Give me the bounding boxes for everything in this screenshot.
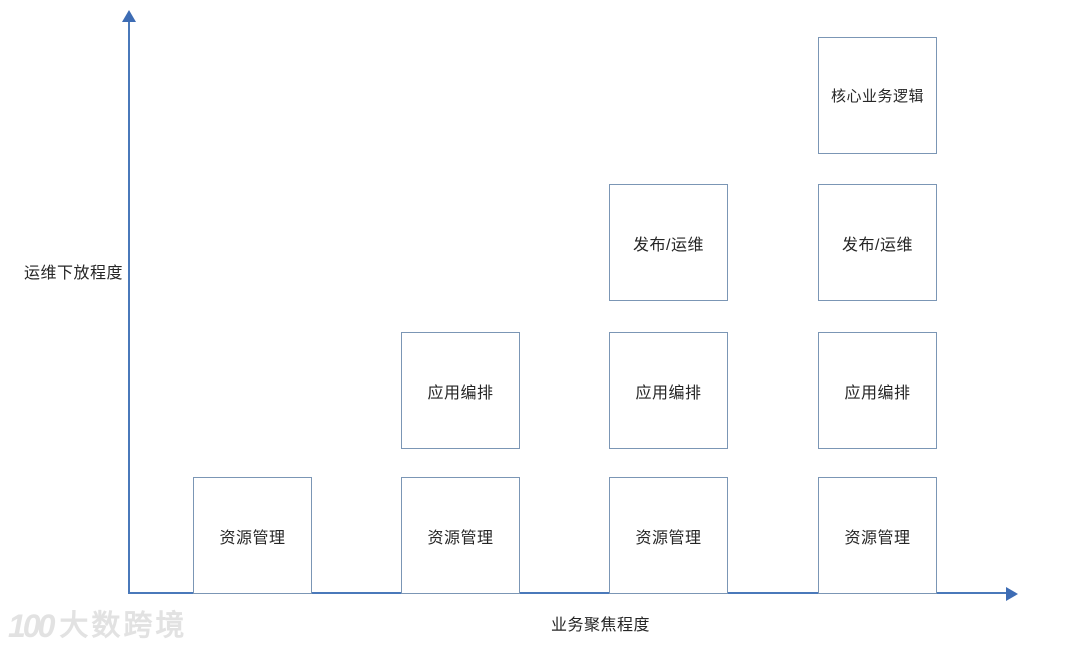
box-app-orchestration: 应用编排 bbox=[401, 332, 520, 449]
watermark-text: 大数跨境 bbox=[59, 609, 188, 642]
box-core-business-logic: 核心业务逻辑 bbox=[818, 37, 937, 154]
box-resource-management: 资源管理 bbox=[818, 477, 937, 594]
y-axis-label: 运维下放程度 bbox=[24, 265, 124, 282]
x-axis-label: 业务聚焦程度 bbox=[551, 617, 651, 634]
box-release-ops: 发布/运维 bbox=[818, 184, 937, 301]
y-axis-arrow-icon bbox=[122, 10, 136, 22]
box-resource-management: 资源管理 bbox=[609, 477, 728, 594]
box-release-ops: 发布/运维 bbox=[609, 184, 728, 301]
box-resource-management: 资源管理 bbox=[193, 477, 312, 594]
y-axis-line bbox=[128, 22, 130, 593]
watermark-100-logo-icon: 100 bbox=[8, 608, 55, 644]
box-app-orchestration: 应用编排 bbox=[609, 332, 728, 449]
box-app-orchestration: 应用编排 bbox=[818, 332, 937, 449]
x-axis-arrow-icon bbox=[1006, 587, 1018, 601]
x-axis-line bbox=[128, 592, 1008, 594]
box-resource-management: 资源管理 bbox=[401, 477, 520, 594]
watermark: 100 大数跨境 bbox=[8, 610, 187, 642]
